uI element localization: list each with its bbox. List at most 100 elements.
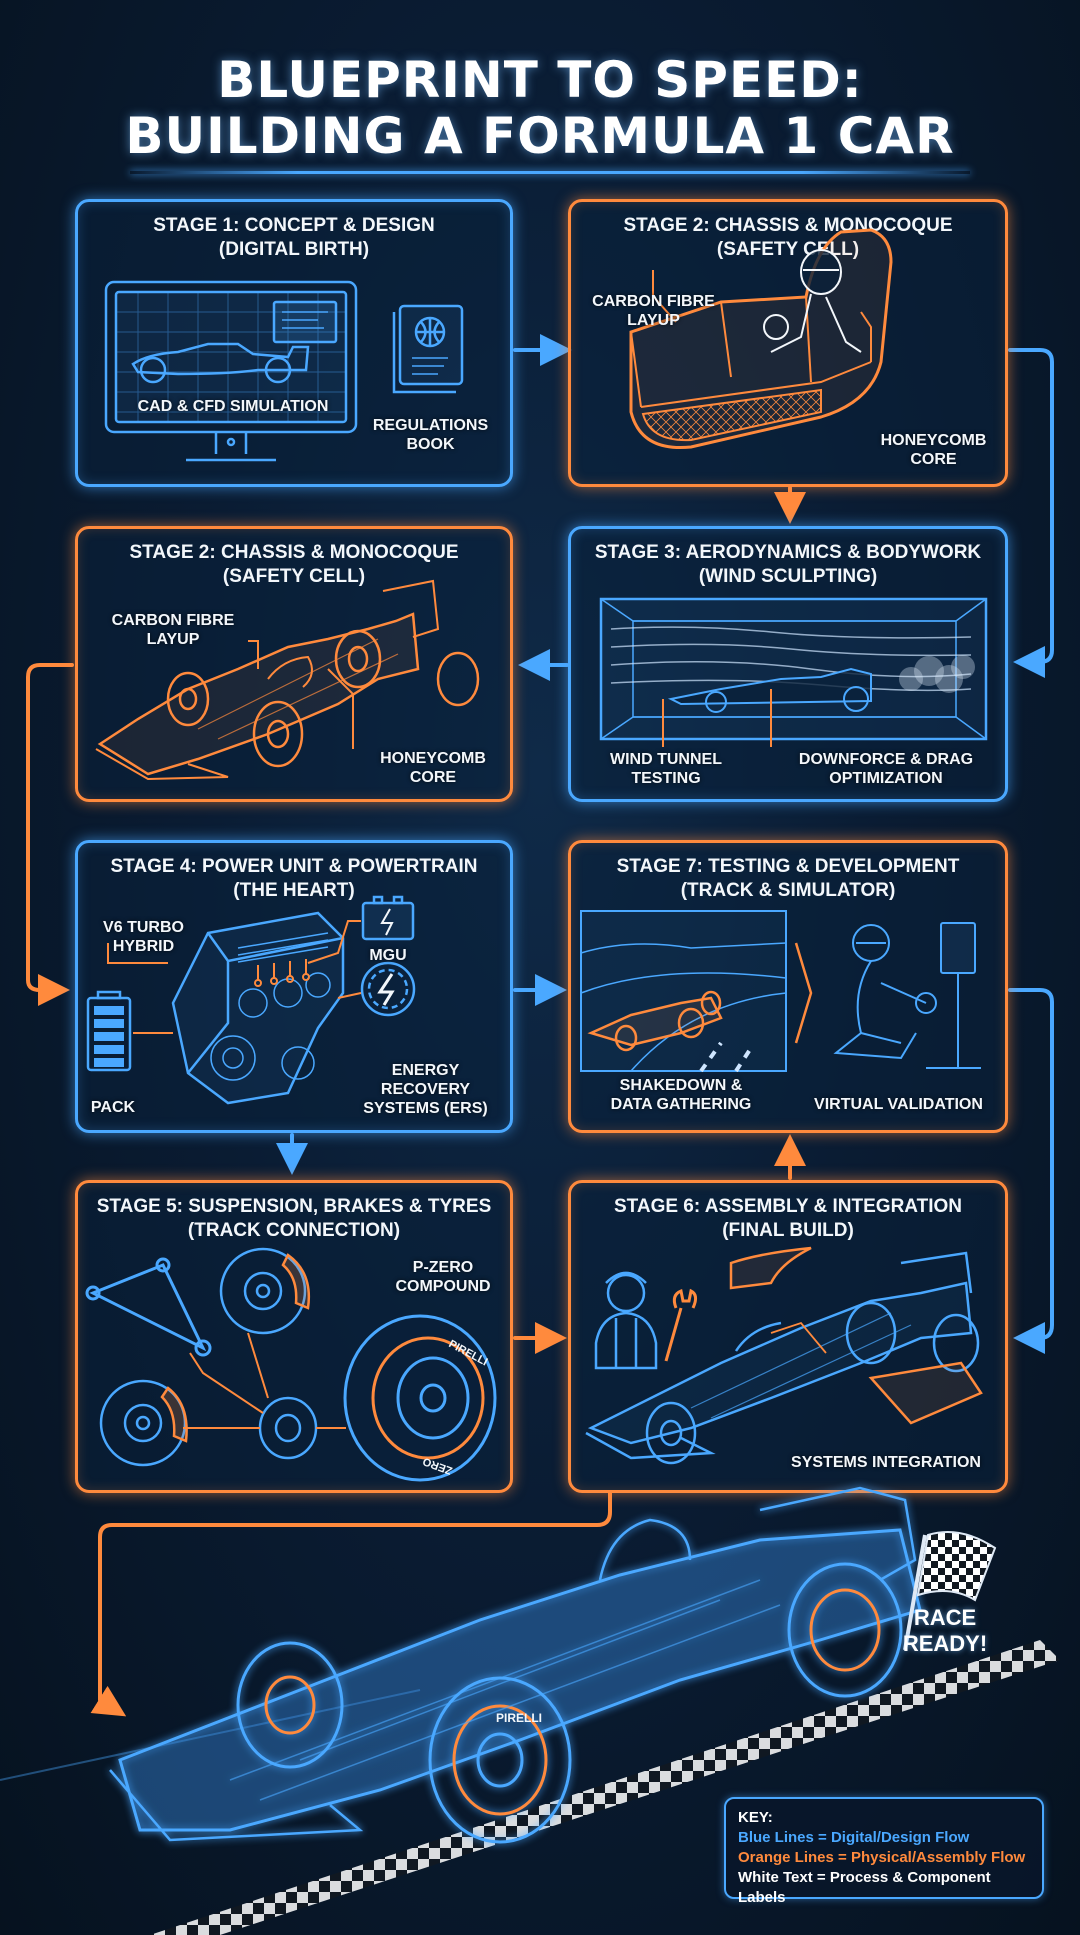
divider-chevron xyxy=(794,942,813,1044)
stage-2b-title-line-1: STAGE 2: CHASSIS & MONOCOQUE xyxy=(129,542,459,563)
stage-4-title-line-2: (THE HEART) xyxy=(233,880,355,901)
stage-4-title-line-1: STAGE 4: POWER UNIT & POWERTRAIN xyxy=(110,856,478,877)
stage-2b-title-line-2: (SAFETY CELL) xyxy=(222,566,366,587)
label-testing: TESTING xyxy=(631,770,701,787)
label-mgu: MGU xyxy=(369,947,407,964)
leader-v6 xyxy=(107,943,168,964)
label-carbon-fibre-b: CARBON FIBRE xyxy=(111,612,235,629)
leader-carbon-fibre xyxy=(652,270,677,323)
label-downforce: DOWNFORCE & DRAG xyxy=(798,751,974,768)
label-virtual-validation: VIRTUAL VALIDATION xyxy=(814,1096,983,1113)
key-orange-lines: Orange Lines = Physical/Assembly Flow xyxy=(738,1849,1026,1866)
label-compound: COMPOUND xyxy=(395,1278,491,1295)
panel-stage-1: STAGE 1: CONCEPT & DESIGN (DIGITAL BIRTH… xyxy=(75,199,513,487)
stage-6-title-line-2: (FINAL BUILD) xyxy=(722,1220,854,1241)
stage-3-title: STAGE 3: AERODYNAMICS & BODYWORK (WIND S… xyxy=(571,541,1005,589)
label-p-zero: P-ZERO xyxy=(412,1259,474,1276)
label-pack: PACK xyxy=(90,1099,136,1116)
page-title-line-1: BLUEPRINT TO SPEED: xyxy=(217,51,863,109)
stage-7-title: STAGE 7: TESTING & DEVELOPMENT (TRACK & … xyxy=(571,855,1005,903)
stage-3-title-line-2: (WIND SCULPTING) xyxy=(698,566,878,587)
leader-honeycomb xyxy=(860,311,872,362)
label-optimization: OPTIMIZATION xyxy=(829,770,943,787)
panel-stage-6: STAGE 6: ASSEMBLY & INTEGRATION (FINAL B… xyxy=(568,1180,1008,1493)
label-layup: LAYUP xyxy=(627,312,680,329)
wishbone-icon xyxy=(85,1257,212,1357)
label-honeycomb: HONEYCOMB xyxy=(880,432,987,449)
driver-icon xyxy=(763,249,862,353)
stage-6-title-line-1: STAGE 6: ASSEMBLY & INTEGRATION xyxy=(613,1196,963,1217)
panel-stage-4: STAGE 4: POWER UNIT & POWERTRAIN (THE HE… xyxy=(75,840,513,1133)
tyre-icon xyxy=(343,1314,497,1482)
track-car-icon xyxy=(580,910,787,1073)
leader-wishbone-hub xyxy=(189,1352,264,1414)
page-title-line-2: BUILDING A FORMULA 1 CAR xyxy=(125,107,955,165)
label-ers: SYSTEMS (ERS) xyxy=(363,1100,488,1117)
leader-carbon-fibre-b xyxy=(248,640,259,669)
label-honeycomb-b: HONEYCOMB xyxy=(380,750,486,767)
brake-disc-icon xyxy=(99,1247,311,1467)
label-hybrid: HYBRID xyxy=(112,938,175,955)
stage-2b-art xyxy=(95,579,480,781)
lightning-icon xyxy=(360,961,416,1017)
leader-integration xyxy=(770,1321,827,1354)
stage-5-title-line-2: (TRACK CONNECTION) xyxy=(187,1220,401,1241)
stage-1-title-line-2: (DIGITAL BIRTH) xyxy=(218,239,370,260)
stage-7-art xyxy=(580,910,981,1073)
car-model-icon xyxy=(667,667,872,713)
leader-honeycomb-b xyxy=(327,668,354,749)
leader-mgu xyxy=(307,920,361,964)
label-core-b: CORE xyxy=(409,769,457,786)
regulations-book-icon xyxy=(392,304,464,394)
label-layup-b: LAYUP xyxy=(146,631,200,648)
key-title: KEY: xyxy=(738,1809,773,1826)
front-wing-part-icon xyxy=(868,1361,983,1425)
connector-stage6-to-finale xyxy=(90,1491,612,1717)
chassis-car-icon xyxy=(95,579,480,781)
connector-stage2-right-to-stage3 xyxy=(1008,348,1054,678)
label-regulations: REGULATIONS xyxy=(372,417,489,434)
label-recovery: RECOVERY xyxy=(380,1081,471,1098)
engine-icon xyxy=(171,911,345,1105)
legend-key: KEY: Blue Lines = Digital/Design Flow Or… xyxy=(724,1797,1044,1906)
label-data-gathering: DATA GATHERING xyxy=(610,1096,752,1113)
label-systems-integration: SYSTEMS INTEGRATION xyxy=(791,1454,981,1471)
connector-stage2b-to-stage4 xyxy=(26,663,74,1006)
panel-stage-5: STAGE 5: SUSPENSION, BRAKES & TYRES (TRA… xyxy=(75,1180,513,1493)
wrench-icon xyxy=(664,1288,698,1362)
key-white-text: White Text = Process & Component Labels xyxy=(738,1869,991,1906)
connector-stage7-right-to-stage6 xyxy=(1008,988,1054,1354)
stage-2-art xyxy=(629,228,893,450)
nose-part-icon xyxy=(729,1246,812,1290)
label-cad-cfd: CAD & CFD SIMULATION xyxy=(137,398,329,415)
stage-5-title-line-1: STAGE 5: SUSPENSION, BRAKES & TYRES xyxy=(96,1196,492,1217)
simulator-icon xyxy=(833,922,981,1069)
race-ready-label: RACE READY! xyxy=(880,1605,1010,1657)
stage-2b-title: STAGE 2: CHASSIS & MONOCOQUE (SAFETY CEL… xyxy=(78,541,510,589)
stage-4-title: STAGE 4: POWER UNIT & POWERTRAIN (THE HE… xyxy=(78,855,510,903)
stage-1-art xyxy=(104,280,464,462)
stage-6-art xyxy=(585,1246,983,1465)
label-core: CORE xyxy=(910,451,957,468)
panel-stage-2-monocoque: STAGE 2: CHASSIS & MONOCOQUE (SAFETY CEL… xyxy=(568,199,1008,487)
battery-icon xyxy=(361,895,415,941)
label-v6-turbo: V6 TURBO xyxy=(103,919,184,936)
panel-stage-7: STAGE 7: TESTING & DEVELOPMENT (TRACK & … xyxy=(568,840,1008,1133)
panel-stage-2-chassis: STAGE 2: CHASSIS & MONOCOQUE (SAFETY CEL… xyxy=(75,526,513,802)
monitor-icon xyxy=(104,280,358,462)
stage-7-title-line-1: STAGE 7: TESTING & DEVELOPMENT xyxy=(616,856,960,877)
stage-1-title: STAGE 1: CONCEPT & DESIGN (DIGITAL BIRTH… xyxy=(78,214,510,262)
label-shakedown: SHAKEDOWN & xyxy=(619,1077,743,1094)
stage-4-art xyxy=(86,895,416,1105)
label-wind-tunnel: WIND TUNNEL xyxy=(610,751,722,768)
stage-3-title-line-1: STAGE 3: AERODYNAMICS & BODYWORK xyxy=(594,542,982,563)
race-ready-line-1: RACE xyxy=(913,1605,977,1630)
smoke-plume xyxy=(899,655,975,693)
panel-stage-3: STAGE 3: AERODYNAMICS & BODYWORK (WIND S… xyxy=(568,526,1008,802)
leader-ers xyxy=(337,992,362,999)
title-divider xyxy=(130,171,970,174)
stage-3-art xyxy=(599,597,988,747)
race-ready-line-2: READY! xyxy=(902,1631,988,1656)
wheel-hub-icon xyxy=(258,1396,318,1460)
